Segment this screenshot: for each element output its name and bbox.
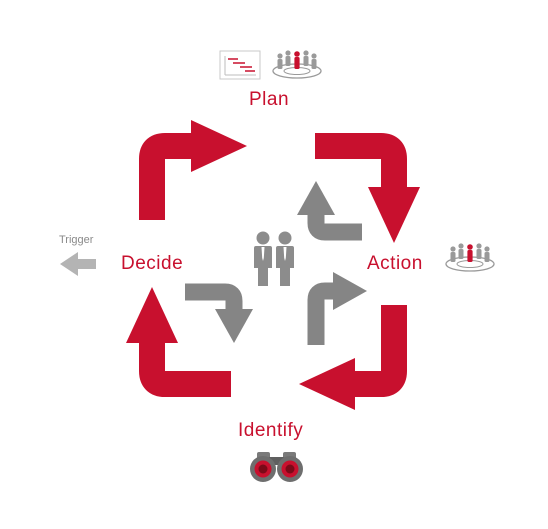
gantt-chart-icon <box>219 50 261 80</box>
label-decide: Decide <box>121 253 184 274</box>
team-meeting-icon <box>272 50 322 79</box>
arrow-action-to-identify <box>299 305 407 410</box>
inner-arrow-down-right <box>185 283 253 343</box>
inner-arrow-up-right <box>307 272 367 345</box>
label-plan: Plan <box>249 89 290 110</box>
binoculars-icon <box>250 452 303 482</box>
arrow-identify-to-decide <box>126 287 231 397</box>
arrow-plan-to-action <box>315 133 420 243</box>
outer-cycle-arrows <box>126 120 420 410</box>
label-trigger: Trigger <box>59 234 94 246</box>
inner-arrows <box>185 181 367 345</box>
arrow-decide-to-plan <box>139 120 247 220</box>
two-people-icon <box>254 231 294 286</box>
inner-arrow-up-left <box>297 181 362 241</box>
label-identify: Identify <box>238 420 304 441</box>
team-meeting-icon-action <box>445 243 495 272</box>
trigger-arrow-icon <box>60 252 96 276</box>
label-action: Action <box>367 253 423 274</box>
